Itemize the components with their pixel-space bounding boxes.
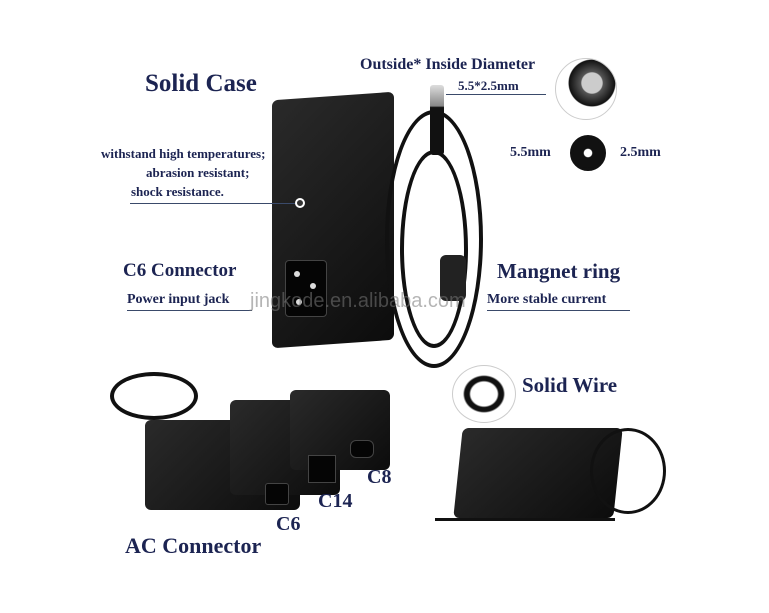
diameter-value: 5.5*2.5mm (458, 78, 519, 93)
label-c8: C8 (367, 466, 392, 488)
watermark: jingkode.en.alibaba.com (250, 290, 466, 312)
ac-connector-title: AC Connector (125, 533, 262, 558)
magnet-line (487, 310, 630, 311)
feature-line (130, 203, 296, 204)
feature-1: withstand high temperatures; (101, 146, 266, 161)
feature-2: abrasion resistant; (146, 165, 250, 180)
magnet-ring-title: Mangnet ring (497, 259, 621, 283)
c6-socket (285, 260, 327, 317)
label-c14: C14 (318, 490, 353, 512)
ac-cables (110, 372, 198, 420)
magnet-ring-sub: More stable current (487, 292, 607, 307)
plug-tip-image (555, 58, 617, 120)
feature-dot (295, 198, 305, 208)
adapter-c8 (290, 390, 390, 470)
dc-cable-loop (400, 150, 468, 348)
magnet-ring (440, 255, 466, 301)
plug-section-icon (570, 135, 606, 171)
outer-dim: 5.5mm (510, 145, 551, 160)
right-cable (590, 428, 666, 514)
solid-wire-title: Solid Wire (522, 373, 618, 397)
c6-line (127, 310, 252, 311)
c6-connector-sub: Power input jack (127, 292, 230, 307)
right-cord (435, 518, 615, 521)
c8-socket (350, 440, 374, 458)
solid-case-title: Solid Case (145, 70, 257, 97)
wire-inset (452, 365, 516, 423)
diameter-title: Outside* Inside Diameter (360, 56, 536, 73)
dc-plug (430, 85, 444, 155)
diameter-line (446, 94, 546, 95)
c14-socket (308, 455, 336, 483)
label-c6: C6 (276, 513, 301, 535)
c6-socket-small (265, 483, 289, 505)
c6-connector-title: C6 Connector (123, 260, 237, 281)
inner-dim: 2.5mm (620, 145, 661, 160)
feature-3: shock resistance. (131, 184, 224, 199)
